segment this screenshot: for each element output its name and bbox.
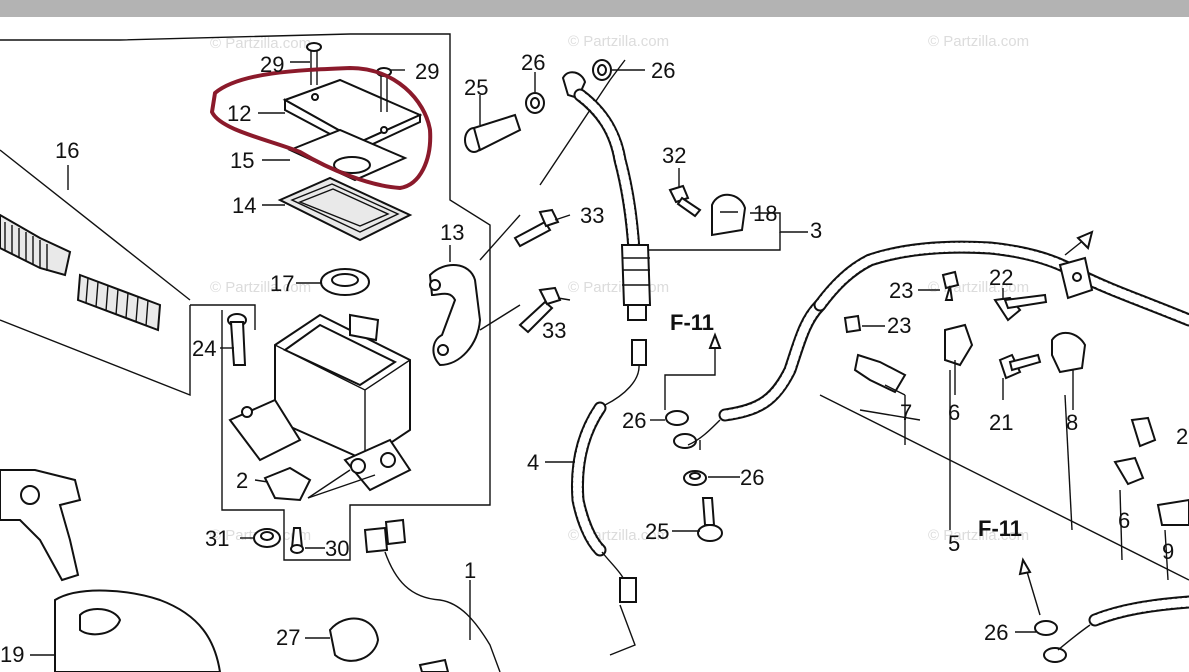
right-lines — [819, 370, 1189, 581]
watermark: © Partzilla.com — [928, 279, 1029, 296]
f11-arrows — [664, 230, 1094, 616]
clamp-18 — [711, 193, 747, 237]
callout-8: 8 — [1066, 410, 1078, 435]
callout-23: 23 — [887, 313, 911, 338]
callout-29: 29 — [260, 52, 284, 77]
master-cylinder — [228, 313, 412, 492]
screw-30 — [290, 527, 304, 554]
leader-lines — [30, 61, 1074, 656]
hose-lower-mid — [665, 298, 827, 542]
callout-19: 19 — [0, 642, 24, 667]
callout-3: 3 — [810, 218, 822, 243]
top-bar — [0, 0, 1189, 17]
lower-left-parts — [0, 469, 501, 672]
callout-f-11: F-11 — [978, 516, 1022, 541]
callout-2: 2 — [1176, 424, 1188, 449]
callout-18: 18 — [753, 201, 777, 226]
callout-4: 4 — [527, 450, 539, 475]
nut-31 — [253, 528, 281, 548]
long-brake-hose — [813, 240, 1189, 327]
callout-14: 14 — [232, 193, 256, 218]
seal-17 — [320, 268, 370, 296]
right-small-parts — [843, 270, 1189, 526]
callout-22: 22 — [989, 265, 1013, 290]
watermark: © Partzilla.com — [210, 35, 311, 52]
callout-12: 12 — [227, 101, 251, 126]
callout-24: 24 — [192, 336, 216, 361]
callout-25: 25 — [464, 75, 488, 100]
washers-26-top — [525, 59, 612, 114]
callout-15: 15 — [230, 148, 254, 173]
callout-23: 23 — [889, 278, 913, 303]
callout-17: 17 — [270, 271, 294, 296]
switch-2 — [263, 466, 312, 502]
callout-32: 32 — [662, 143, 686, 168]
callout-25: 25 — [645, 519, 669, 544]
callout-labels: 29 29 12 15 14 16 17 13 24 2 31 30 1 27 … — [0, 50, 1188, 667]
callout-26: 26 — [740, 465, 764, 490]
watermark: © Partzilla.com — [928, 33, 1029, 50]
callout-5: 5 — [948, 531, 960, 556]
callout-26: 26 — [622, 408, 646, 433]
watermark: © Partzilla.com — [568, 33, 669, 50]
upper-brake-hose — [561, 71, 652, 321]
reservoir-cover — [277, 78, 423, 242]
bolt-32 — [668, 184, 702, 218]
callout-26: 26 — [651, 58, 675, 83]
watermark: © Partzilla.com — [568, 279, 669, 296]
callout-9: 9 — [1162, 539, 1174, 564]
bolt-25-top — [464, 113, 522, 153]
pin-24 — [227, 313, 247, 366]
callout-26: 26 — [521, 50, 545, 75]
highlight-outline — [210, 66, 433, 190]
callout-27: 27 — [276, 625, 300, 650]
watermark: © Partzilla.com — [210, 279, 311, 296]
callout-30: 30 — [325, 536, 349, 561]
callout-16: 16 — [55, 138, 79, 163]
callout-6: 6 — [948, 400, 960, 425]
hose-bottom-right — [1034, 595, 1189, 663]
callout-6: 6 — [1118, 508, 1130, 533]
hose-4 — [570, 339, 647, 603]
holder-13 — [428, 263, 482, 367]
callout-29: 29 — [415, 59, 439, 84]
callout-26: 26 — [984, 620, 1008, 645]
callout-21: 21 — [989, 410, 1013, 435]
callout-1: 1 — [464, 558, 476, 583]
group-brackets — [0, 33, 701, 561]
callout-13: 13 — [440, 220, 464, 245]
callout-33: 33 — [580, 203, 604, 228]
callout-31: 31 — [205, 526, 229, 551]
callout-2: 2 — [236, 468, 248, 493]
bolts-33 — [513, 208, 562, 334]
watermark: © Partzilla.com — [928, 527, 1029, 544]
callout-7: 7 — [900, 400, 912, 425]
piston-assembly — [0, 213, 162, 332]
callout-f-11: F-11 — [670, 310, 714, 335]
callout-33: 33 — [542, 318, 566, 343]
